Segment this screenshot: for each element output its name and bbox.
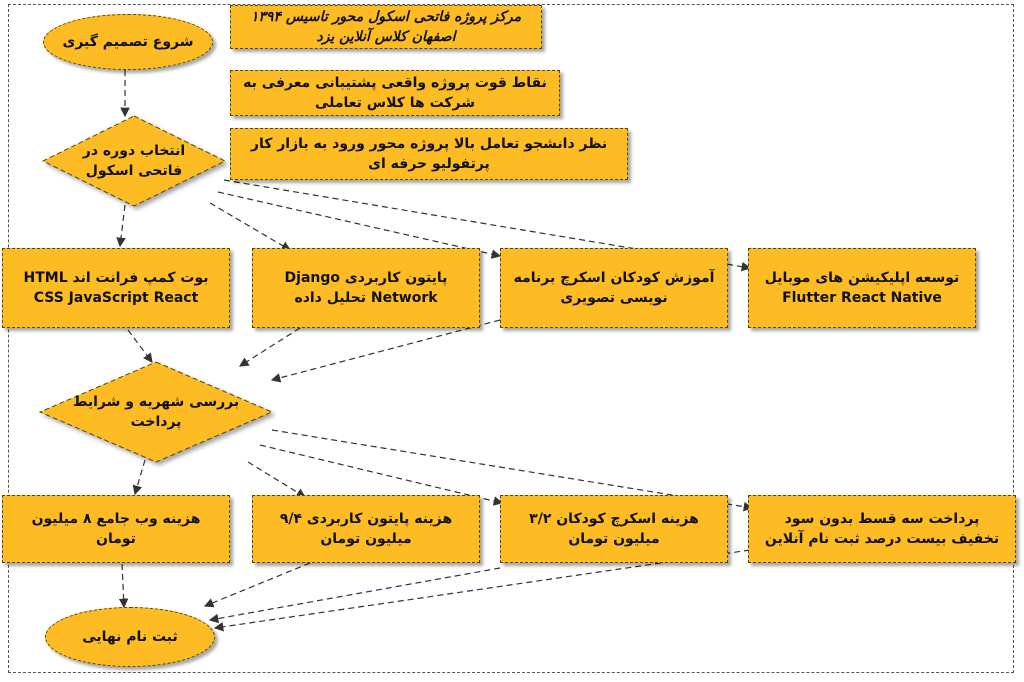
course-python-box: پایتون کاربردی Django Network تحلیل داده [252, 248, 480, 328]
fee-web-box: هزینه وب جامع ۸ میلیون تومان [2, 495, 230, 563]
start-node: شروع تصمیم گیری [43, 14, 213, 70]
edge-fee-kids-end [208, 567, 501, 624]
edge-front-decision2 [127, 329, 153, 363]
diagram-frame [8, 4, 1014, 673]
start-label: شروع تصمیم گیری [62, 33, 194, 50]
fee-kids-label: هزینه اسکرچ کودکان ۳/۲ میلیون تومان [529, 510, 699, 547]
edge-python-decision2 [238, 327, 301, 367]
fee-python-box: هزینه پایتون کاربردی ۹/۴ میلیون تومان [252, 495, 480, 563]
edge-fee-python-end [203, 562, 311, 608]
note-student-opinion-text: نظر دانشجو تعامل بالا پروژه محور ورود به… [250, 135, 608, 172]
course-frontend-box: بوت کمپ فرانت اند HTML CSS JavaScript Re… [2, 248, 230, 328]
edge-decision1-python [209, 202, 292, 251]
edge-kids-decision2 [270, 319, 501, 383]
fee-python-label: هزینه پایتون کاربردی ۹/۴ میلیون تومان [279, 510, 453, 547]
course-kids-box: آموزش کودکان اسکرچ برنامه نویسی تصویری [500, 248, 728, 328]
end-node: ثبت نام نهایی [45, 607, 215, 667]
note-strengths-text: نقاط قوت پروژه واقعی پشتیبانی معرفی به ش… [243, 74, 547, 111]
decision-course-select: انتخاب دوره در فاتحی اسکول [41, 115, 227, 207]
note-founding-text: مرکز پروژه فاتحی اسکول محور تاسیس ۱۳۹۴ ا… [250, 8, 522, 45]
decision-fee-review-label: بررسی شهریه و شرایط پرداخت [72, 393, 240, 430]
edge-decision2-fee-python [247, 461, 307, 498]
edge-decision1-front [116, 204, 126, 248]
fee-installment-label: پرداخت سه قسط بدون سود تخفیف بیست درصد ث… [764, 510, 1000, 547]
course-frontend-label: بوت کمپ فرانت اند HTML CSS JavaScript Re… [23, 269, 209, 306]
course-python-label: پایتون کاربردی Django Network تحلیل داده [284, 269, 448, 306]
decision-fee-review: بررسی شهریه و شرایط پرداخت [38, 361, 274, 463]
fee-kids-box: هزینه اسکرچ کودکان ۳/۲ میلیون تومان [500, 495, 728, 563]
course-mobile-label: توسعه اپلیکیشن های موبایل Flutter React … [764, 269, 960, 306]
edge-fee-web-end [118, 563, 129, 609]
end-label: ثبت نام نهایی [82, 628, 178, 645]
note-strengths: نقاط قوت پروژه واقعی پشتیبانی معرفی به ش… [230, 70, 560, 116]
course-mobile-box: توسعه اپلیکیشن های موبایل Flutter React … [748, 248, 976, 328]
note-founding: مرکز پروژه فاتحی اسکول محور تاسیس ۱۳۹۴ ا… [230, 5, 542, 49]
note-student-opinion: نظر دانشجو تعامل بالا پروژه محور ورود به… [230, 128, 628, 180]
edge-fee-install-end [213, 549, 751, 632]
course-kids-label: آموزش کودکان اسکرچ برنامه نویسی تصویری [513, 269, 715, 306]
fee-installment-box: پرداخت سه قسط بدون سود تخفیف بیست درصد ث… [748, 495, 1016, 563]
edge-decision1-kids [217, 191, 502, 259]
edge-decision2-fee-kids [259, 444, 504, 506]
fee-web-label: هزینه وب جامع ۸ میلیون تومان [31, 510, 201, 547]
edge-decision2-fee-web [132, 459, 146, 496]
decision-course-select-label: انتخاب دوره در فاتحی اسکول [82, 142, 186, 179]
